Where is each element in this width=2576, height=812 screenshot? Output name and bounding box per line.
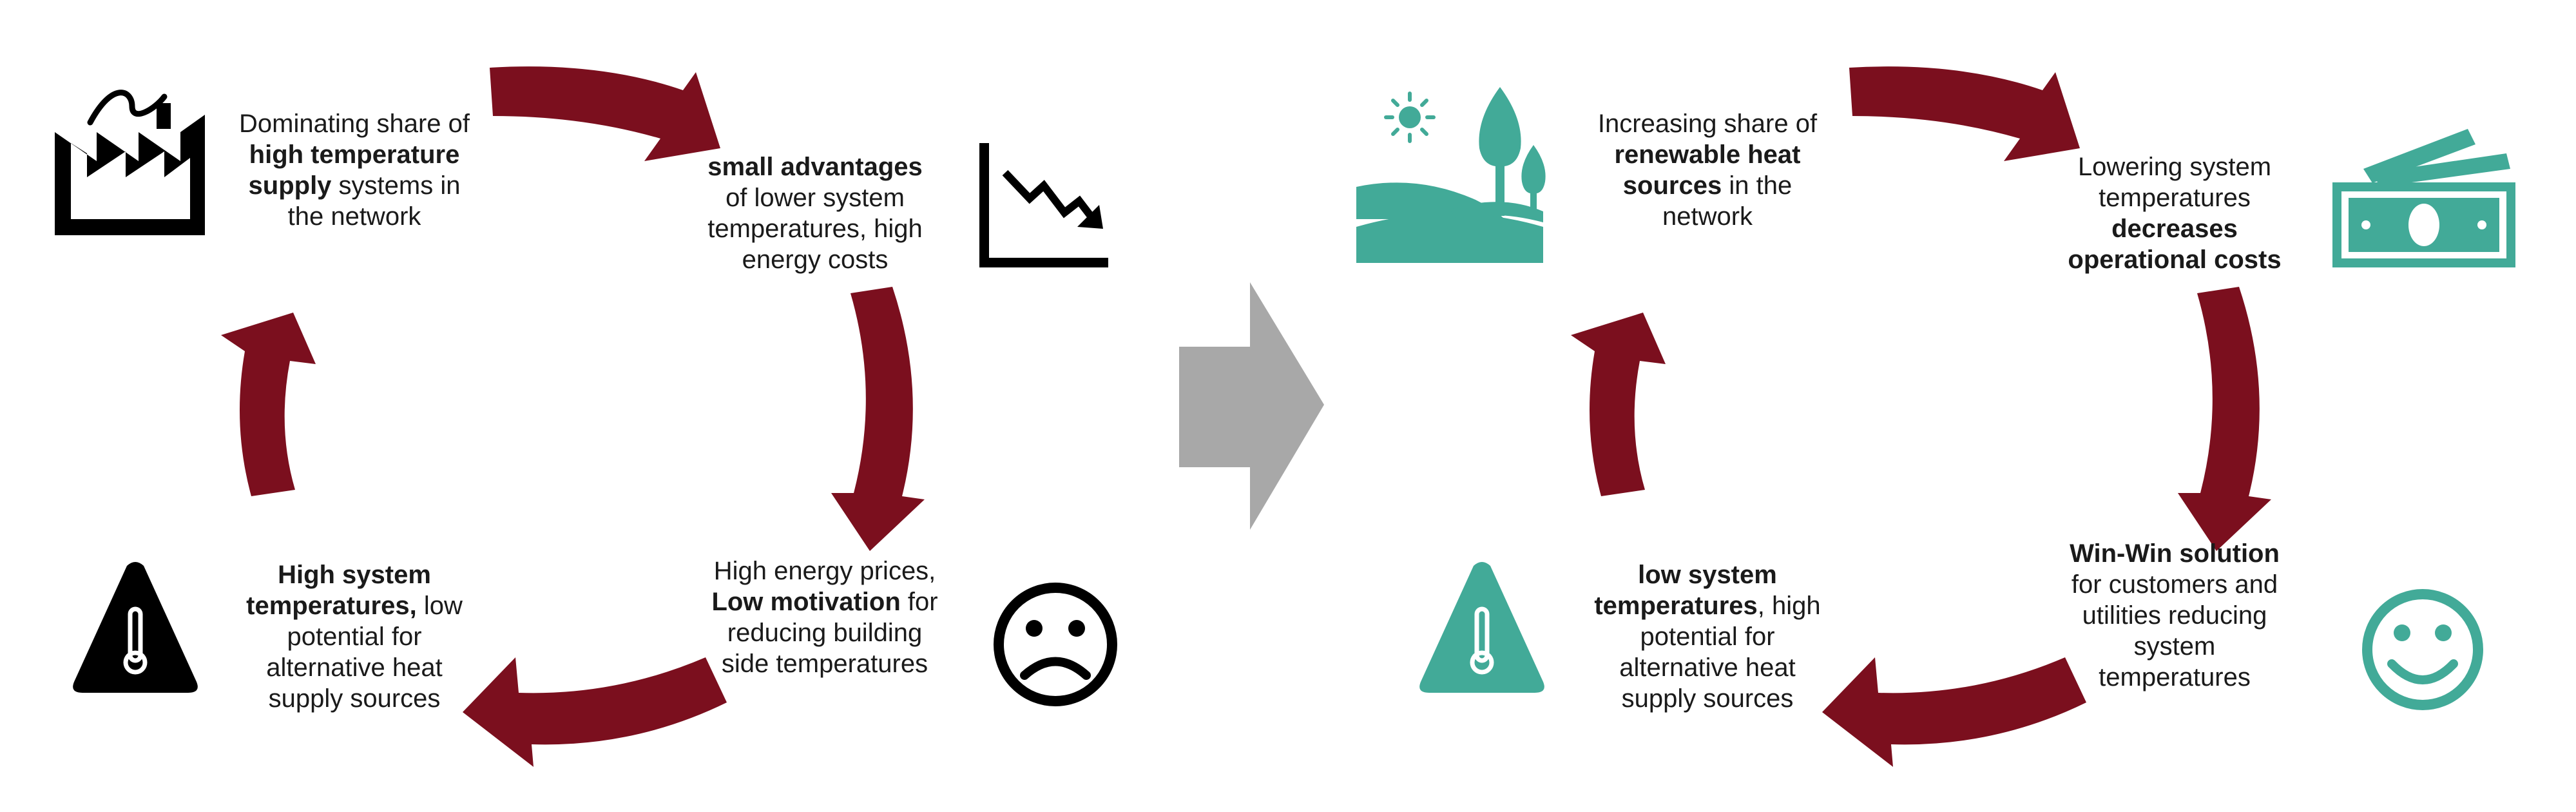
left-left-cycle-arrow (221, 313, 316, 496)
label-line-rest: low (416, 592, 463, 620)
money-icon (2332, 129, 2515, 267)
left-top-left-label: Dominating share of high temperature sup… (213, 108, 496, 232)
label-line: temperatures, high (1572, 590, 1843, 621)
label-line: high temperature (213, 139, 496, 170)
right-left-cycle-arrow (1571, 313, 1666, 496)
label-line: supply sources (1621, 684, 1794, 713)
right-top-right-label: Lowering system temperatures decreases o… (2046, 151, 2303, 275)
label-line-rest: , high (1757, 592, 1821, 620)
left-top-right-label: small advantages of lower system tempera… (686, 151, 944, 275)
label-line: temperatures, low (219, 590, 490, 621)
label-line-rest: in the (1722, 171, 1793, 200)
label-line: side temperatures (721, 650, 928, 678)
label-line-bold: high temperature (249, 140, 460, 169)
label-line-bold: operational costs (2068, 246, 2282, 274)
landscape-sun-trees-icon (1356, 87, 1546, 263)
label-line-bold: small advantages (707, 153, 923, 181)
declining-chart-icon (979, 143, 1108, 267)
label-line: reducing building (727, 619, 923, 647)
right-bottom-cycle-arrow (1822, 657, 2086, 767)
label-line: for customers and (2071, 570, 2278, 599)
label-line: Win-Win solution (2039, 538, 2310, 569)
right-bottom-left-label: low system temperatures, high potential … (1572, 559, 1843, 714)
label-line-bold: supply (248, 171, 332, 200)
sad-face-icon (994, 583, 1117, 706)
label-line: High system (219, 559, 490, 590)
label-line-bold: temperatures, (246, 592, 417, 620)
right-right-cycle-arrow (2178, 287, 2271, 551)
happy-face-icon (2362, 589, 2483, 710)
label-line: temperatures, high (707, 215, 923, 243)
label-line: decreases (2046, 213, 2303, 244)
right-top-cycle-arrow (1849, 66, 2080, 161)
label-line-rest: for (900, 588, 938, 616)
right-cycle-arrows (1571, 66, 2271, 767)
label-line-bold: sources (1622, 171, 1722, 200)
factory-icon (55, 90, 205, 235)
label-line-bold: Win-Win solution (2070, 539, 2280, 568)
label-line: High energy prices, (713, 557, 936, 585)
thermometer-warning-icon (1419, 562, 1544, 693)
label-line: utilities reducing (2082, 601, 2267, 630)
label-line: low system (1572, 559, 1843, 590)
label-line: supply sources (268, 684, 441, 713)
left-bottom-right-label: High energy prices, Low motivation for r… (683, 556, 966, 679)
label-line: potential for (287, 623, 422, 651)
left-cycle-arrows (221, 66, 925, 767)
label-line: sources in the (1566, 170, 1849, 201)
label-line: alternative heat (266, 653, 443, 682)
right-bottom-right-label: Win-Win solution for customers and utili… (2039, 538, 2310, 693)
label-line-rest: systems in (331, 171, 461, 200)
label-line: supply systems in (213, 170, 496, 201)
label-line: the network (287, 202, 421, 231)
label-line: Low motivation for (683, 586, 966, 617)
label-line: network (1662, 202, 1753, 231)
left-top-cycle-arrow (490, 66, 720, 161)
left-right-cycle-arrow (831, 287, 925, 551)
label-line-bold: temperatures (1594, 592, 1758, 620)
label-line: temperatures (2099, 663, 2251, 691)
left-bottom-left-label: High system temperatures, low potential … (219, 559, 490, 714)
label-line-bold: decreases (2111, 215, 2238, 243)
transition-arrow (1179, 282, 1324, 530)
label-line-bold: Low motivation (711, 588, 901, 616)
label-line-bold: High system (278, 561, 431, 589)
label-line: small advantages (686, 151, 944, 182)
label-line: energy costs (742, 246, 889, 274)
label-line: renewable heat (1566, 139, 1849, 170)
label-line: system (2133, 632, 2216, 661)
label-line: Lowering system (2077, 153, 2272, 181)
label-line: Increasing share of (1597, 110, 1818, 138)
label-line: operational costs (2046, 244, 2303, 275)
label-line: temperatures (2099, 184, 2251, 212)
label-line: of lower system (726, 184, 905, 212)
thermometer-warning-icon (73, 562, 198, 693)
label-line-bold: renewable heat (1614, 140, 1801, 169)
label-line: Dominating share of (239, 110, 470, 138)
label-line: alternative heat (1619, 653, 1796, 682)
right-top-left-label: Increasing share of renewable heat sourc… (1566, 108, 1849, 232)
label-line-bold: low system (1638, 561, 1777, 589)
label-line: potential for (1640, 623, 1775, 651)
left-bottom-cycle-arrow (463, 657, 727, 767)
